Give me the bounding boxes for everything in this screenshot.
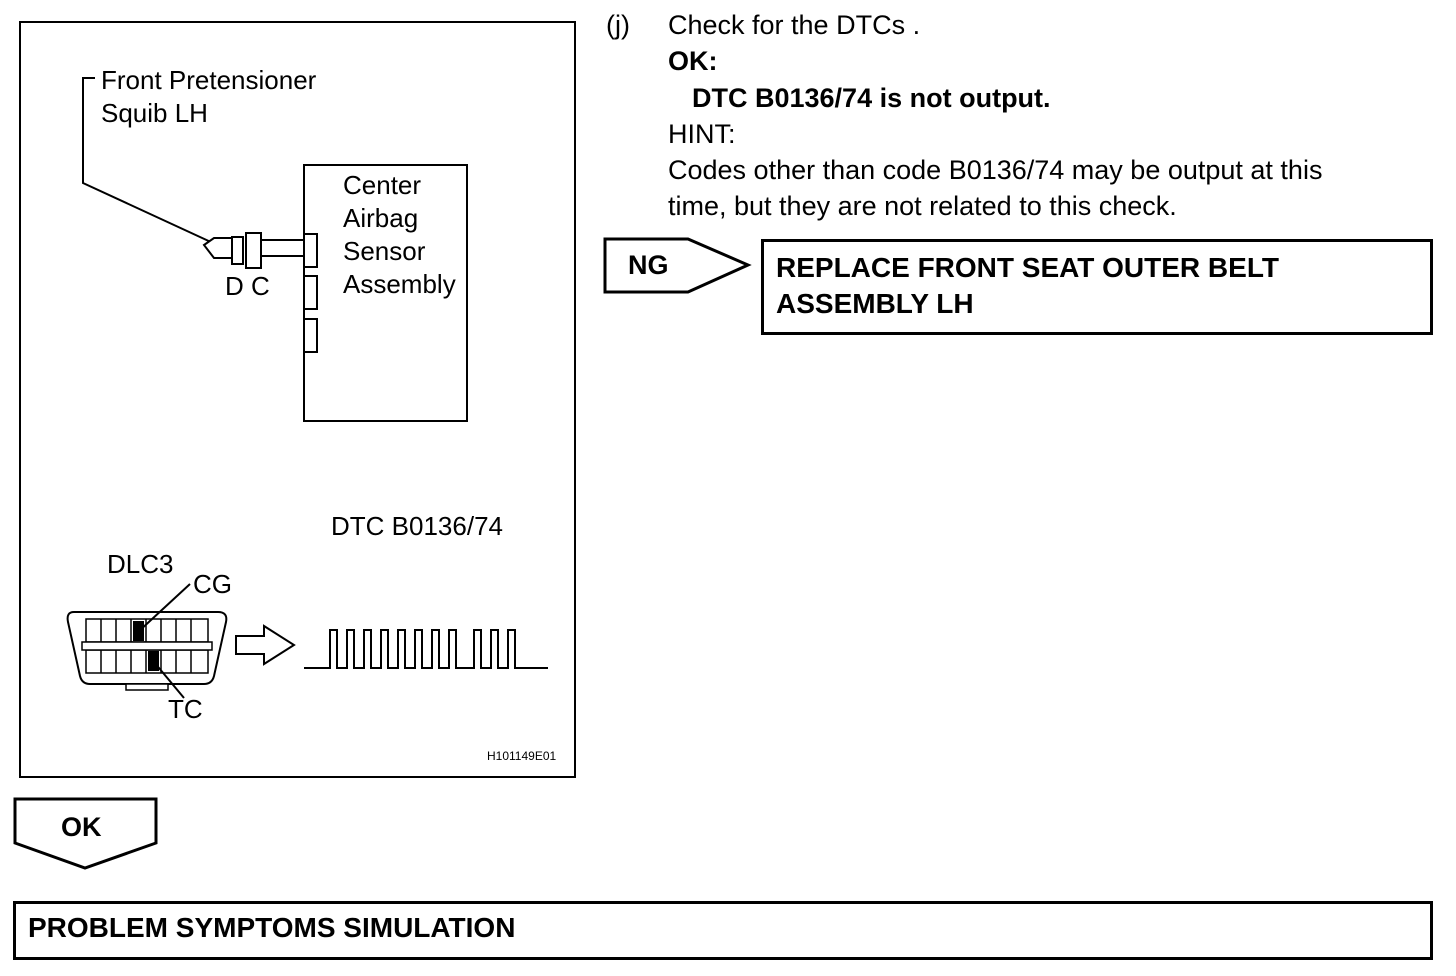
squib-label-line1: Front Pretensioner <box>101 65 317 95</box>
ok-heading: OK: <box>668 46 718 76</box>
ok-branch-tag <box>13 797 158 870</box>
sensor-port <box>303 318 318 353</box>
tc-leader-line <box>153 661 185 699</box>
right-arrow-icon <box>235 624 296 666</box>
squib-leader-line <box>82 77 214 244</box>
sensor-port <box>303 233 318 268</box>
ok-tag-label: OK <box>61 812 102 842</box>
ng-action-line2: ASSEMBLY LH <box>776 288 974 319</box>
step-instruction: Check for the DTCs . <box>668 10 921 40</box>
ng-action-box[interactable]: REPLACE FRONT SEAT OUTER BELT ASSEMBLY L… <box>761 239 1433 335</box>
hint-text-line2: time, but they are not related to this c… <box>668 191 1177 221</box>
hint-text-line1: Codes other than code B0136/74 may be ou… <box>668 155 1323 185</box>
cg-leader-line <box>137 583 191 633</box>
ng-tag-label: NG <box>628 250 669 280</box>
dlc3-connector <box>66 611 228 691</box>
hint-label: HINT: <box>668 119 736 149</box>
squib-label-line2: Squib LH <box>101 98 208 128</box>
tc-label: TC <box>168 694 203 724</box>
cg-label: CG <box>193 569 232 599</box>
sensor-label-line3: Sensor <box>343 236 426 266</box>
connector-label: D C <box>225 271 270 301</box>
dtc-pulse-waveform <box>304 629 548 669</box>
ng-branch-tag <box>603 237 752 294</box>
next-step-box[interactable]: PROBLEM SYMPTOMS SIMULATION <box>13 901 1433 960</box>
next-step-label: PROBLEM SYMPTOMS SIMULATION <box>28 912 516 943</box>
squib-connector-tip <box>202 237 233 259</box>
connector-dc <box>231 232 306 269</box>
dlc3-label: DLC3 <box>107 549 173 579</box>
figure-frame <box>19 21 576 778</box>
step-marker: (j) <box>606 10 630 40</box>
sensor-label-line1: Center <box>343 170 421 200</box>
ng-action-line1: REPLACE FRONT SEAT OUTER BELT <box>776 252 1279 283</box>
sensor-label-line4: Assembly <box>343 269 456 299</box>
tc-terminal <box>148 651 159 671</box>
sensor-port <box>303 275 318 310</box>
center-airbag-sensor-box <box>303 164 468 422</box>
sensor-label-line2: Airbag <box>343 203 418 233</box>
ok-condition: DTC B0136/74 is not output. <box>692 83 1051 113</box>
figure-id: H101149E01 <box>487 749 556 763</box>
dtc-caption: DTC B0136/74 <box>331 511 503 541</box>
